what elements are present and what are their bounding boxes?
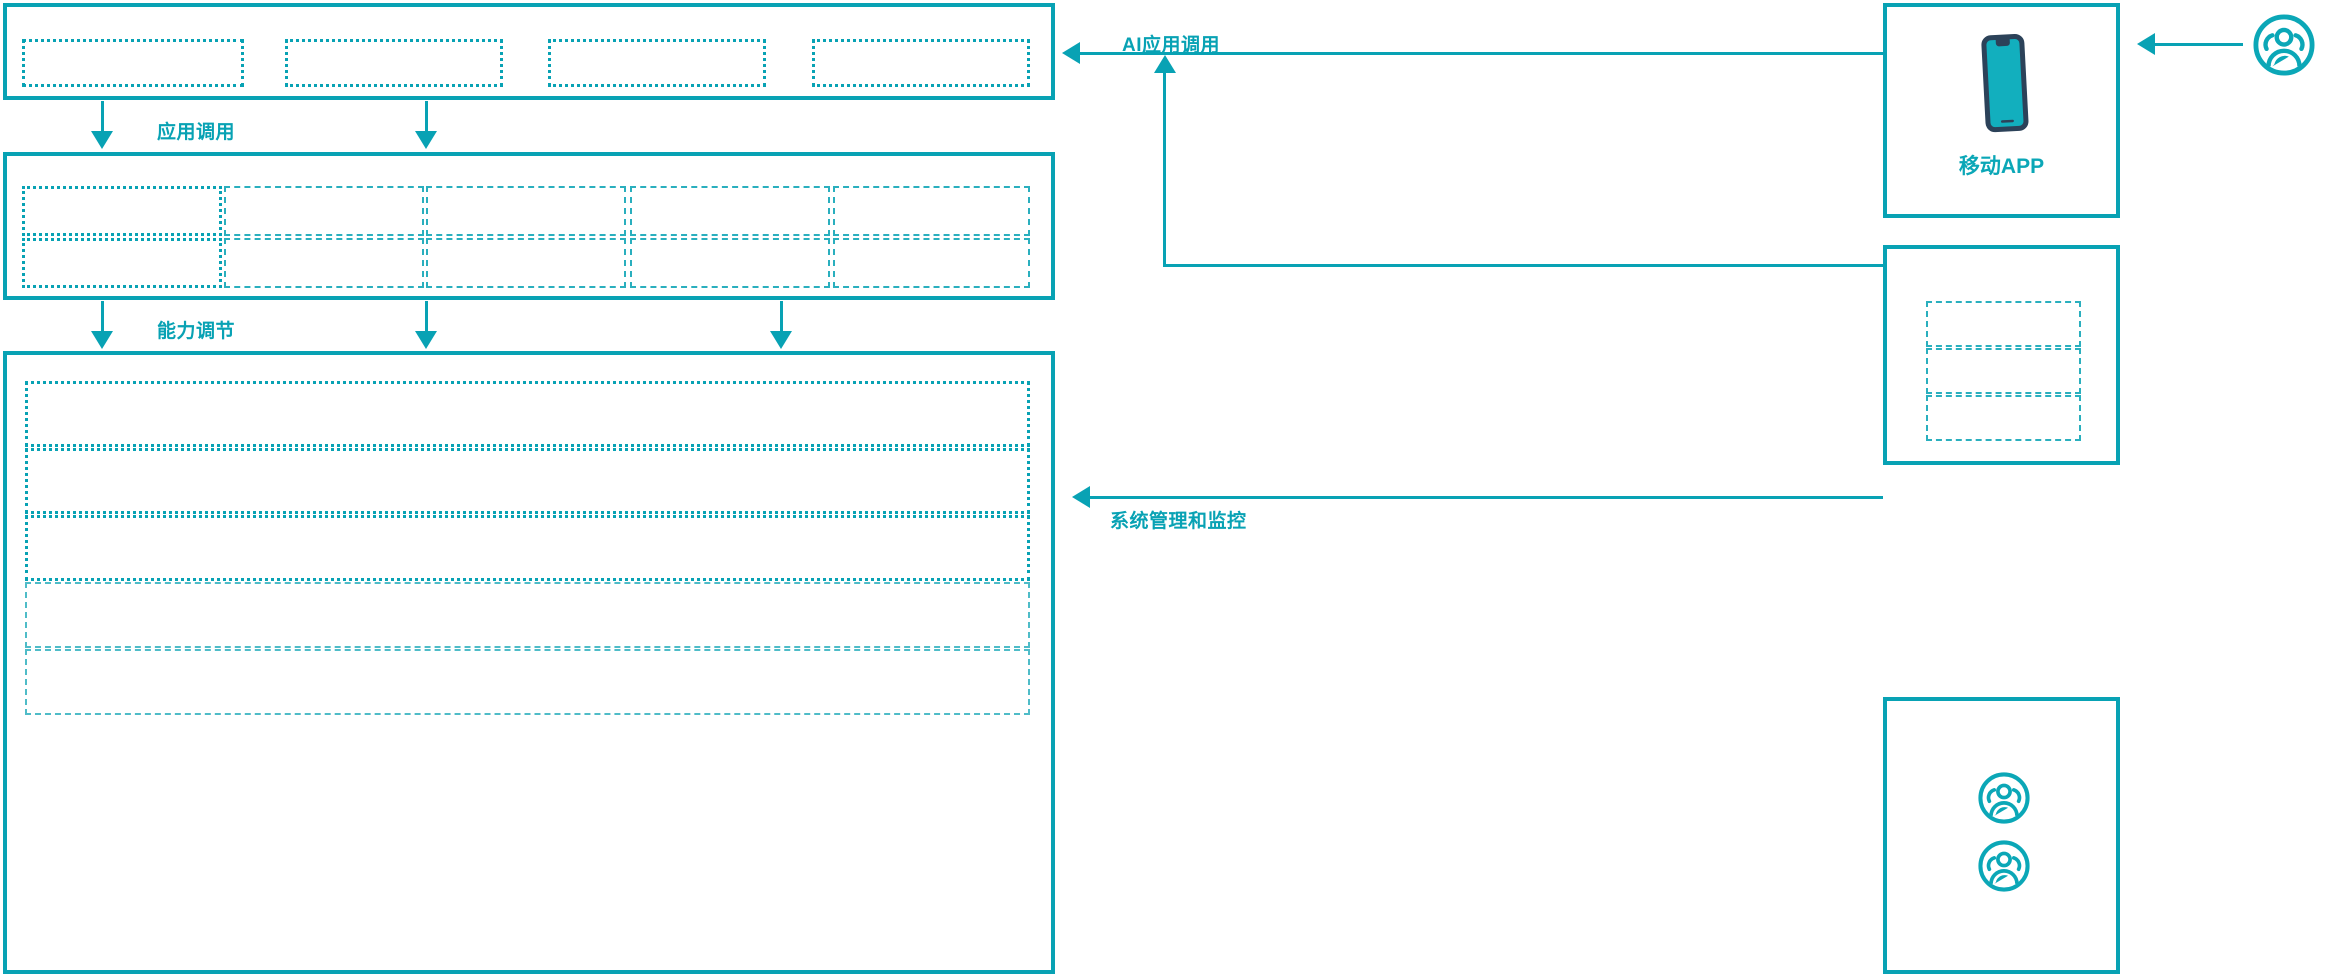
app-call-arrow-left	[91, 131, 113, 149]
platform-slot-4[interactable]	[25, 582, 1030, 648]
app-call-arrow-right	[415, 131, 437, 149]
capability-slot-r1c3[interactable]	[426, 186, 626, 236]
module-slot-2[interactable]	[1926, 348, 2081, 394]
ai-app-call-line	[1080, 52, 1883, 55]
app-call-connector-line-left	[101, 101, 104, 139]
application-slot-3[interactable]	[548, 39, 766, 87]
capability-slot-r1c4[interactable]	[630, 186, 830, 236]
users-group-icon-admin-1	[1978, 772, 2030, 824]
module-slot-3[interactable]	[1926, 395, 2081, 441]
capability-call-line-3	[780, 301, 783, 339]
sys-monitor-arrow	[1072, 486, 1090, 508]
admin-panel	[1883, 697, 2120, 974]
sys-monitor-label: 系统管理和监控	[1110, 511, 1247, 532]
platform-slot-5[interactable]	[25, 649, 1030, 715]
ai-app-call-label: AI应用调用	[1122, 35, 1221, 56]
module-panel-connector-arrow	[1154, 55, 1176, 73]
application-slot-4[interactable]	[812, 39, 1030, 87]
application-slot-2[interactable]	[285, 39, 503, 87]
capability-call-arrow-3	[770, 331, 792, 349]
capability-slot-r2c5[interactable]	[833, 238, 1030, 288]
capability-slot-r2c1[interactable]	[22, 238, 222, 288]
capability-slot-r2c2[interactable]	[224, 238, 424, 288]
platform-slot-1[interactable]	[25, 381, 1030, 447]
end-user-to-app-arrow	[2137, 33, 2155, 55]
capability-call-line-2	[425, 301, 428, 339]
module-slot-1[interactable]	[1926, 301, 2081, 347]
capability-slot-r1c1[interactable]	[22, 186, 222, 236]
capability-call-arrow-1	[91, 331, 113, 349]
platform-slot-3[interactable]	[25, 515, 1030, 581]
app-call-connector-line-right	[425, 101, 428, 139]
ai-app-call-arrow	[1062, 42, 1080, 64]
capability-call-line-1	[101, 301, 104, 339]
platform-slot-2[interactable]	[25, 448, 1030, 514]
app-call-label: 应用调用	[157, 122, 236, 143]
users-group-icon-admin-2	[1978, 840, 2030, 892]
capability-slot-r1c2[interactable]	[224, 186, 424, 236]
application-slot-1[interactable]	[22, 39, 244, 87]
users-group-icon-end-user	[2253, 14, 2315, 76]
capability-call-label: 能力调节	[157, 321, 236, 342]
capability-slot-r2c3[interactable]	[426, 238, 626, 288]
module-panel-connector-vertical	[1163, 72, 1166, 267]
mobile-app-label: 移动APP	[1958, 155, 2045, 178]
module-panel-connector-horizontal	[1163, 264, 1885, 267]
capability-call-arrow-2	[415, 331, 437, 349]
end-user-to-app-line	[2155, 43, 2243, 46]
smartphone-icon	[1978, 32, 2034, 137]
capability-slot-r1c5[interactable]	[833, 186, 1030, 236]
sys-monitor-line	[1090, 496, 1883, 499]
capability-slot-r2c4[interactable]	[630, 238, 830, 288]
